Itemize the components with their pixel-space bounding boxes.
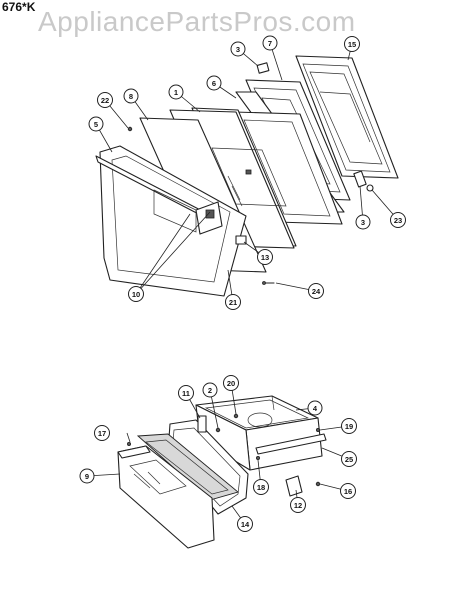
callout-9: 9 bbox=[79, 468, 95, 484]
callout-22: 22 bbox=[97, 92, 113, 108]
svg-text:10: 10 bbox=[132, 290, 140, 299]
callout-4: 4 bbox=[307, 400, 323, 416]
svg-text:15: 15 bbox=[348, 40, 356, 49]
callout-12: 12 bbox=[290, 497, 306, 513]
svg-text:6: 6 bbox=[212, 79, 216, 88]
part-screw-18 bbox=[255, 455, 260, 460]
part-hinge-clip-3b bbox=[353, 170, 367, 188]
part-screw-2 bbox=[215, 427, 221, 433]
svg-text:1: 1 bbox=[174, 88, 178, 97]
part-inner-door-liner bbox=[295, 55, 399, 179]
callout-16: 16 bbox=[340, 483, 356, 499]
part-screw-16 bbox=[315, 481, 321, 487]
part-screw-23 bbox=[366, 184, 374, 192]
svg-text:5: 5 bbox=[94, 120, 98, 129]
svg-text:16: 16 bbox=[344, 487, 352, 496]
svg-text:7: 7 bbox=[268, 39, 272, 48]
callout-24: 24 bbox=[308, 283, 324, 299]
part-bracket-11 bbox=[197, 415, 207, 433]
callout-19: 19 bbox=[341, 418, 357, 434]
svg-text:3: 3 bbox=[361, 218, 365, 227]
callout-18: 18 bbox=[253, 479, 269, 495]
callout-1: 1 bbox=[168, 84, 184, 100]
part-drawer-front-panel bbox=[117, 445, 215, 549]
svg-text:14: 14 bbox=[241, 520, 250, 529]
svg-text:22: 22 bbox=[101, 96, 109, 105]
callout-14: 14 bbox=[237, 516, 253, 532]
part-bracket-13 bbox=[235, 235, 247, 245]
callout-6: 6 bbox=[206, 75, 222, 91]
svg-text:3: 3 bbox=[236, 45, 240, 54]
part-screw-17 bbox=[127, 441, 132, 446]
callout-11: 11 bbox=[178, 385, 194, 401]
svg-text:12: 12 bbox=[294, 501, 302, 510]
svg-text:25: 25 bbox=[345, 455, 353, 464]
part-hinge-clip-3a bbox=[256, 62, 270, 74]
svg-text:20: 20 bbox=[227, 379, 235, 388]
part-screw-19 bbox=[315, 427, 320, 432]
svg-text:13: 13 bbox=[261, 253, 269, 262]
svg-text:23: 23 bbox=[394, 216, 402, 225]
callout-3b: 3 bbox=[355, 214, 371, 230]
callout-13: 13 bbox=[257, 249, 273, 265]
callout-7: 7 bbox=[262, 35, 278, 51]
svg-text:11: 11 bbox=[182, 389, 190, 398]
callout-5: 5 bbox=[88, 116, 104, 132]
callout-21: 21 bbox=[225, 294, 241, 310]
callout-15: 15 bbox=[344, 36, 360, 52]
watermark: AppliancePartsPros.com bbox=[38, 6, 356, 37]
part-screw-22 bbox=[127, 126, 133, 132]
svg-text:24: 24 bbox=[312, 287, 321, 296]
callout-23: 23 bbox=[390, 212, 406, 228]
svg-text:21: 21 bbox=[229, 298, 237, 307]
svg-text:18: 18 bbox=[257, 483, 265, 492]
callout-25: 25 bbox=[341, 451, 357, 467]
svg-text:2: 2 bbox=[208, 386, 212, 395]
part-door-frame-handle bbox=[95, 145, 247, 297]
callout-3a: 3 bbox=[230, 41, 246, 57]
part-screw-20 bbox=[233, 413, 239, 419]
part-bracket-12 bbox=[285, 475, 303, 497]
callout-2: 2 bbox=[202, 382, 218, 398]
part-screw-24 bbox=[262, 281, 275, 285]
callout-17: 17 bbox=[94, 425, 110, 441]
svg-text:9: 9 bbox=[85, 472, 89, 481]
svg-text:17: 17 bbox=[98, 429, 106, 438]
part-drawer-rail bbox=[255, 433, 327, 455]
svg-text:4: 4 bbox=[313, 404, 318, 413]
svg-text:19: 19 bbox=[345, 422, 353, 431]
callout-10: 10 bbox=[128, 286, 144, 302]
model-label: 676*K bbox=[2, 0, 36, 14]
callout-8: 8 bbox=[123, 88, 139, 104]
callout-20: 20 bbox=[223, 375, 239, 391]
svg-text:8: 8 bbox=[129, 92, 133, 101]
